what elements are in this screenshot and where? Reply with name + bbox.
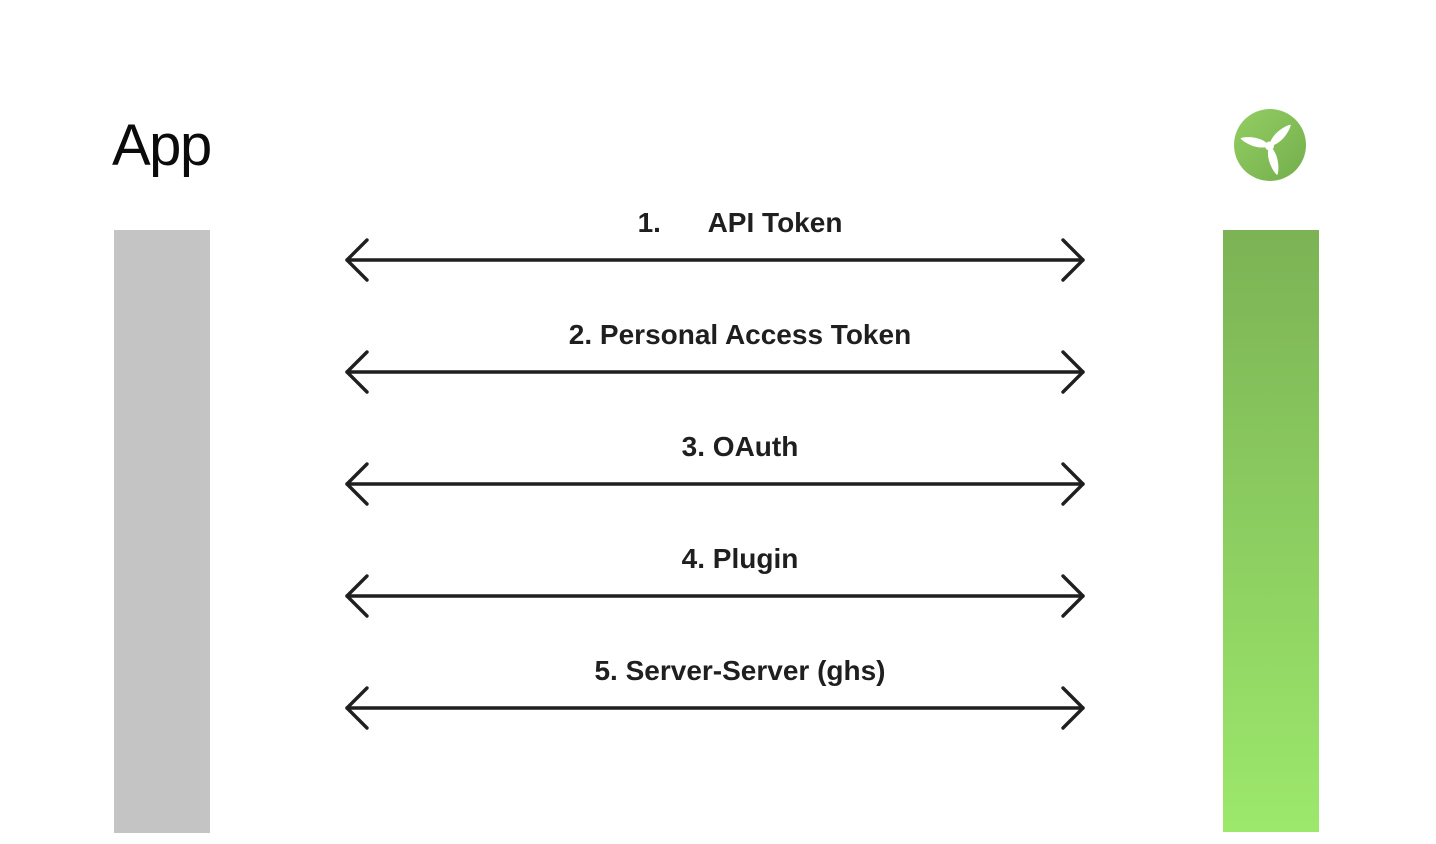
double-arrow-icon (345, 462, 1085, 506)
connection-label: 5. Server-Server (ghs) (594, 655, 886, 686)
wind-turbine-logo-svg (1234, 109, 1306, 181)
double-arrow-icon (345, 238, 1085, 282)
connection-row-oauth: 3. OAuth (343, 430, 1087, 516)
app-title: App (112, 113, 212, 178)
double-arrow-icon (345, 350, 1085, 394)
connection-row-api-token: 1. API Token (343, 206, 1087, 292)
connection-label: 3. OAuth (681, 431, 799, 462)
connection-label: 1. API Token (637, 207, 843, 238)
connection-row-personal-access-token: 2. Personal Access Token (343, 318, 1087, 404)
double-arrow-icon (345, 574, 1085, 618)
app-lifeline-bar (114, 230, 210, 833)
wind-turbine-logo-icon (1234, 109, 1306, 181)
service-lifeline-bar (1223, 230, 1319, 832)
connection-label: 4. Plugin (681, 543, 799, 574)
connection-label: 2. Personal Access Token (568, 319, 912, 350)
connection-row-server-server: 5. Server-Server (ghs) (343, 654, 1087, 740)
connection-row-plugin: 4. Plugin (343, 542, 1087, 628)
double-arrow-icon (345, 686, 1085, 730)
